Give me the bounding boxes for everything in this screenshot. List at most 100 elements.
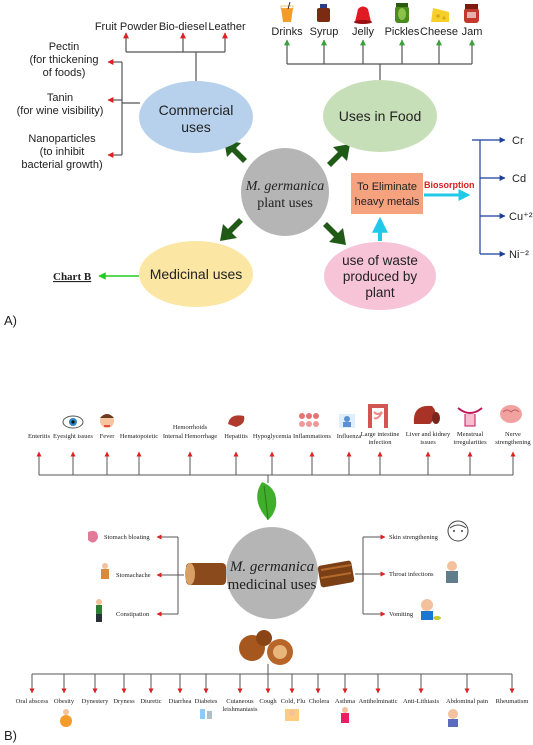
pickles-icon bbox=[395, 3, 409, 23]
arrow-to-waste bbox=[323, 222, 346, 245]
brain-icon bbox=[500, 405, 522, 423]
leaf-icon bbox=[257, 482, 277, 521]
metal-item: Cu⁺² bbox=[509, 211, 533, 223]
food-icons bbox=[280, 1, 479, 24]
top-item-label: Hematopoietic bbox=[120, 433, 158, 440]
top-item-label: Internal Hemorrhage bbox=[163, 433, 217, 440]
medicinal-center-title: M. germanica bbox=[229, 559, 314, 575]
left-tree bbox=[156, 534, 184, 617]
heavy-metals-box bbox=[351, 173, 423, 214]
drinks-icon bbox=[280, 1, 294, 22]
bottom-item-label: Asthma bbox=[335, 698, 355, 705]
diabetes-kit-icon bbox=[200, 709, 212, 719]
top-item-label: Hepatitis bbox=[224, 433, 248, 440]
center-circle bbox=[241, 148, 329, 236]
influenza-icon bbox=[339, 414, 355, 428]
liver-icon bbox=[228, 415, 245, 427]
bottom-item-label: Cutaneous bbox=[226, 698, 254, 705]
metal-item: Cd bbox=[512, 173, 526, 185]
food-item: Cheese bbox=[420, 26, 458, 38]
commercial-left-item: Tanin bbox=[47, 92, 73, 104]
top-item-label: Enteritis bbox=[28, 433, 50, 440]
uterus-icon bbox=[457, 407, 483, 427]
commercial-left-item: of foods) bbox=[43, 67, 86, 79]
top-item-label: Nerve bbox=[505, 431, 521, 438]
commercial-left-item: (to inhibit bbox=[40, 146, 85, 158]
medicinal-uses-ellipse bbox=[139, 241, 253, 307]
top-item-label: strengthening bbox=[495, 439, 531, 446]
vomiting-child-icon bbox=[421, 599, 441, 620]
commercial-label: uses bbox=[181, 119, 211, 135]
obesity-person-icon bbox=[60, 709, 72, 727]
metal-item: Ni⁻² bbox=[509, 249, 529, 261]
right-item-label: Throat infections bbox=[389, 571, 434, 578]
commercial-left-item: (for thickening bbox=[29, 54, 98, 66]
food-label: Uses in Food bbox=[339, 108, 421, 124]
commercial-left-item: Pectin bbox=[49, 41, 80, 53]
top-item-label: Hypoglycemia bbox=[253, 433, 291, 440]
food-item: Jam bbox=[462, 26, 483, 38]
commercial-left-item: bacterial growth) bbox=[21, 159, 102, 171]
metal-item: Cr bbox=[512, 135, 524, 147]
throat-person-icon bbox=[446, 561, 458, 583]
bottom-item-label: Anti-Lithiasis bbox=[403, 698, 440, 705]
bottom-item-label: Diarrhea bbox=[169, 698, 192, 705]
fever-face-icon bbox=[100, 414, 114, 428]
top-item-label: Eyesight issues bbox=[53, 433, 93, 440]
bark-left-icon bbox=[185, 563, 226, 585]
panel-b: B) Enteritis Eyesight issues Fever Hemat… bbox=[4, 404, 531, 743]
abdominal-pain-icon bbox=[448, 709, 458, 727]
top-item-label: Liver and kidney bbox=[406, 431, 451, 438]
food-uses-ellipse bbox=[323, 80, 437, 152]
bottom-item-label: Dryness bbox=[113, 698, 135, 705]
waste-ellipse bbox=[324, 242, 436, 310]
top-item-label: irregularities bbox=[453, 439, 487, 446]
center-title: M. germanica bbox=[245, 179, 325, 194]
top-row-icons bbox=[62, 404, 522, 429]
top-item-label: Inflammations bbox=[293, 433, 331, 440]
bottom-item-label: Obesity bbox=[54, 698, 75, 705]
medicinal-label: Medicinal uses bbox=[150, 266, 243, 282]
commercial-top-item: Bio-diesel bbox=[159, 21, 207, 33]
arrow-to-food bbox=[327, 144, 350, 167]
right-tree bbox=[355, 534, 386, 617]
bottom-item-label: Cough bbox=[259, 698, 277, 705]
top-item-label: Large intestine bbox=[361, 431, 400, 438]
syrup-icon bbox=[317, 4, 330, 22]
fruit-icon bbox=[239, 630, 293, 665]
left-item-label: Constipation bbox=[116, 611, 150, 618]
panel-a: A) bbox=[4, 1, 533, 328]
bottom-item-label: Dynestery bbox=[82, 698, 109, 705]
heavy-metals-text: To Eliminate bbox=[357, 181, 417, 193]
chart-b-link[interactable]: Chart B bbox=[53, 271, 92, 283]
commercial-top-item: Leather bbox=[208, 21, 246, 33]
top-item-label: Menstrual bbox=[457, 431, 484, 438]
food-item: Drinks bbox=[271, 26, 303, 38]
asthma-person-icon bbox=[341, 707, 349, 723]
top-row-labels: Enteritis Eyesight issues Fever Hematopo… bbox=[28, 424, 531, 446]
bottom-item-label: Cold, Flu bbox=[281, 698, 306, 705]
top-item-label: Influenza bbox=[337, 433, 362, 440]
face-mask-icon bbox=[447, 520, 469, 542]
bottom-tree bbox=[29, 664, 515, 694]
bark-right-icon bbox=[317, 560, 355, 588]
right-item-label: Skin strengthening bbox=[389, 534, 439, 541]
jelly-icon bbox=[354, 6, 372, 24]
waste-label-line: plant bbox=[365, 285, 395, 300]
jam-icon bbox=[464, 4, 479, 23]
bottom-item-label: Antihelminatic bbox=[359, 698, 398, 705]
eye-icon bbox=[62, 415, 84, 429]
food-item: Jelly bbox=[352, 26, 375, 38]
food-item: Pickles bbox=[385, 26, 420, 38]
biosorption-label: Biosorption bbox=[424, 180, 475, 190]
food-tree bbox=[284, 39, 475, 88]
bottom-item-label: Diabetes bbox=[195, 698, 218, 705]
cells-icon bbox=[299, 413, 319, 427]
metals-tree bbox=[472, 137, 506, 257]
commercial-label: Commercial bbox=[159, 102, 234, 118]
panel-b-label: B) bbox=[4, 728, 17, 743]
bottom-item-label: Oral abscess bbox=[16, 698, 49, 705]
top-item-label: Hemorrhoids bbox=[173, 424, 208, 431]
stomachache-person-icon bbox=[101, 563, 109, 579]
